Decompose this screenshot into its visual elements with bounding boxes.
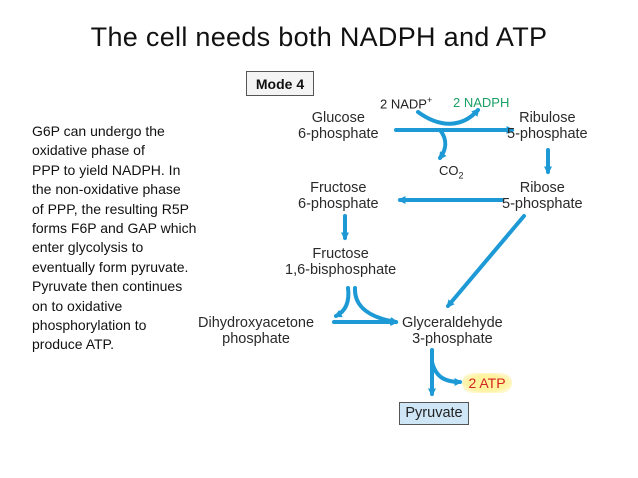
description-line: forms F6P and GAP which [32,220,197,237]
co2-release-arrow [438,128,448,161]
slide-title: The cell needs both NADPH and ATP [90,22,548,52]
node-glucose-6-phosphate: Glucose 6-phosphate [298,110,379,142]
node-line: 1,6-bisphosphate [285,262,397,278]
nadph-label: 2 NADPH [453,95,510,110]
r5p-to-gap-arrow [446,214,526,308]
node-line: Fructose [312,246,369,262]
description-line: on to oxidative [32,297,123,314]
nadp-plus-label: 2 NADP+ [380,95,432,111]
description-text: G6P can undergo the oxidative phase of P… [32,122,232,355]
node-pyruvate: Pyruvate [399,402,469,425]
node-line: Fructose [310,180,367,196]
description-line: produce ATP. [32,336,114,353]
nadp-charge: + [426,95,433,105]
co2-subscript: 2 [458,170,464,181]
atp-label: 2 ATP [462,373,512,393]
nadp-to-nadph-arrow [416,108,480,126]
node-ribulose-5-phosphate: Ribulose 5-phosphate [507,110,588,142]
node-line: Glucose [311,110,365,126]
description-line: the non-oxidative phase [32,181,181,198]
node-line: Ribose [519,180,565,196]
description-line: G6P can undergo the [32,123,165,139]
atp-yield-arrow [430,360,463,386]
description-line: of PPP, the resulting R5P [32,200,189,217]
description-line: Pyruvate then continues [32,278,183,295]
co2-text: CO [439,163,459,178]
node-line: Ribulose [519,110,576,126]
description-line: enter glycolysis to [32,239,144,256]
description-line: PPP to yield NADPH. In [32,161,181,178]
co2-label: CO2 [439,163,464,181]
node-ribose-5-phosphate: Ribose 5-phosphate [502,180,583,212]
description-line: oxidative phase of [32,142,145,159]
nadp-label-text: 2 NADP [380,96,427,112]
mode-label-box: Mode 4 [246,71,314,96]
node-fructose-6-phosphate: Fructose 6-phosphate [298,180,379,212]
node-line: 6-phosphate [298,196,379,212]
node-line: Dihydroxyacetone [198,315,315,331]
node-line: 6-phosphate [298,126,379,142]
node-line: Glyceraldehyde [402,315,503,331]
node-line: 5-phosphate [502,196,583,212]
node-line: 5-phosphate [507,126,588,142]
fbp-split-arrow-left [333,286,351,318]
node-line: 3-phosphate [412,331,493,347]
node-fructose-1-6-bisphosphate: Fructose 1,6-bisphosphate [285,246,396,278]
fbp-split-arrow-right [352,286,399,326]
description-line: eventually form pyruvate. [32,258,189,275]
description-line: phosphorylation to [32,317,147,334]
node-glyceraldehyde-3-phosphate: Glyceraldehyde 3-phosphate [402,315,503,347]
node-dihydroxyacetone-phosphate: Dihydroxyacetone phosphate [198,315,314,347]
node-line: phosphate [222,331,290,347]
